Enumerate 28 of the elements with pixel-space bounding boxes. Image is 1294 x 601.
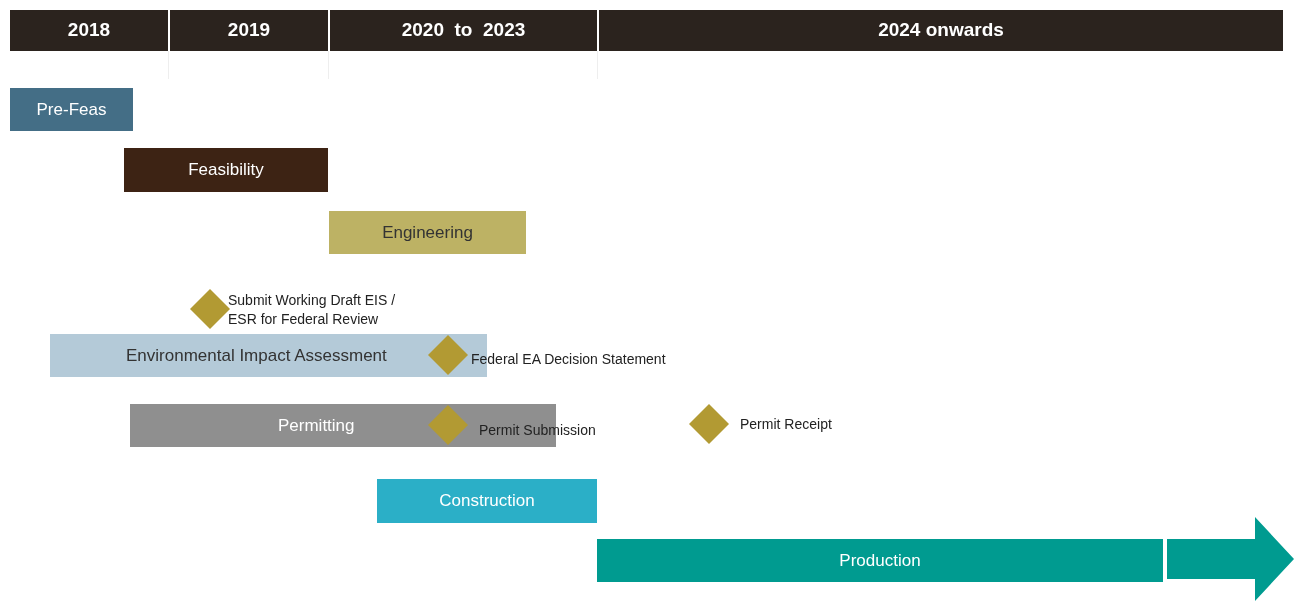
bar-label: 2018 [67,18,111,43]
milestone-diamond [428,405,468,445]
year-header [330,10,597,51]
bar-label: Production [839,549,921,572]
bar-label: 2019 [227,18,271,43]
year-header [599,10,1283,51]
phase-bar [597,539,1163,582]
bar-label: Feasibility [188,159,264,182]
milestone-diamond [689,404,729,444]
phase-bar [10,88,133,131]
phase-bar [124,148,328,192]
bar-label: 2024 onwards [878,18,1004,43]
year-header [170,10,328,51]
phase-bar [377,479,597,523]
milestone-label: Federal EA Decision Statement [471,350,667,369]
year-header [10,10,168,51]
bar-label: Engineering [382,221,473,244]
bar-label: Pre-Feas [36,98,107,121]
milestone-label: Permit Submission [479,421,596,440]
phase-bar [329,211,526,254]
bar-label: 2020 to 2023 [401,18,526,43]
bar-label: Construction [439,490,535,513]
bar-label: Environmental Impact Assessment [126,344,387,367]
milestone-diamond [190,289,230,329]
milestone-label: Submit Working Draft EIS / ESR for Federal Review [228,291,396,329]
milestone-label: Permit Receipt [740,415,833,434]
bar-label: Permitting [278,414,355,437]
milestone-diamond [428,335,468,375]
